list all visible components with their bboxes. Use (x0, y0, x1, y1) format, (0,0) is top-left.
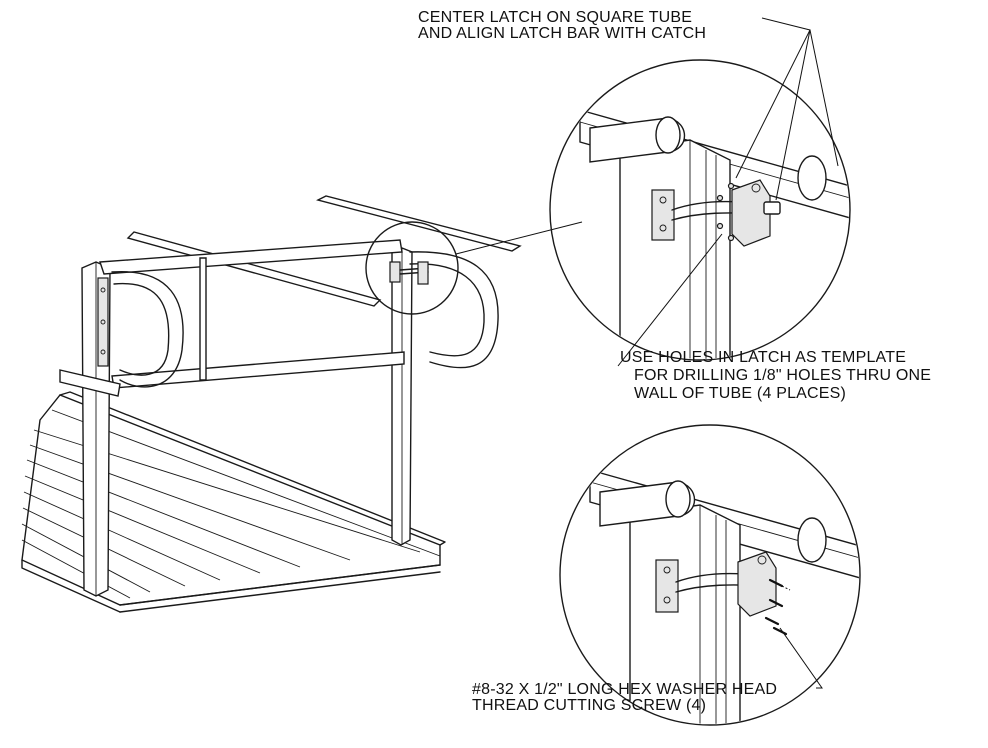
callout-middle-line-2: FOR DRILLING 1/8" HOLES THRU ONE (634, 367, 932, 384)
ramp-platform (21, 391, 446, 613)
top-rail-beam (126, 195, 522, 307)
detail-circle-small (365, 221, 583, 315)
latch-small (389, 261, 429, 285)
detail-view-drilling (549, 17, 851, 367)
callout-top-line-1: CENTER LATCH ON SQUARE TUBE (418, 9, 693, 26)
detail-view-screws (559, 424, 861, 726)
callout-bottom-line-2: THREAD CUTTING SCREW (4) (472, 697, 707, 714)
callout-middle-line-3: WALL OF TUBE (4 PLACES) (634, 385, 847, 402)
gate-frame (59, 239, 499, 597)
callout-top-line-2: AND ALIGN LATCH BAR WITH CATCH (418, 25, 707, 42)
callout-middle-line-1: USE HOLES IN LATCH AS TEMPLATE (620, 349, 907, 366)
callout-bottom-line-1: #8-32 X 1/2" LONG HEX WASHER HEAD (472, 681, 778, 698)
